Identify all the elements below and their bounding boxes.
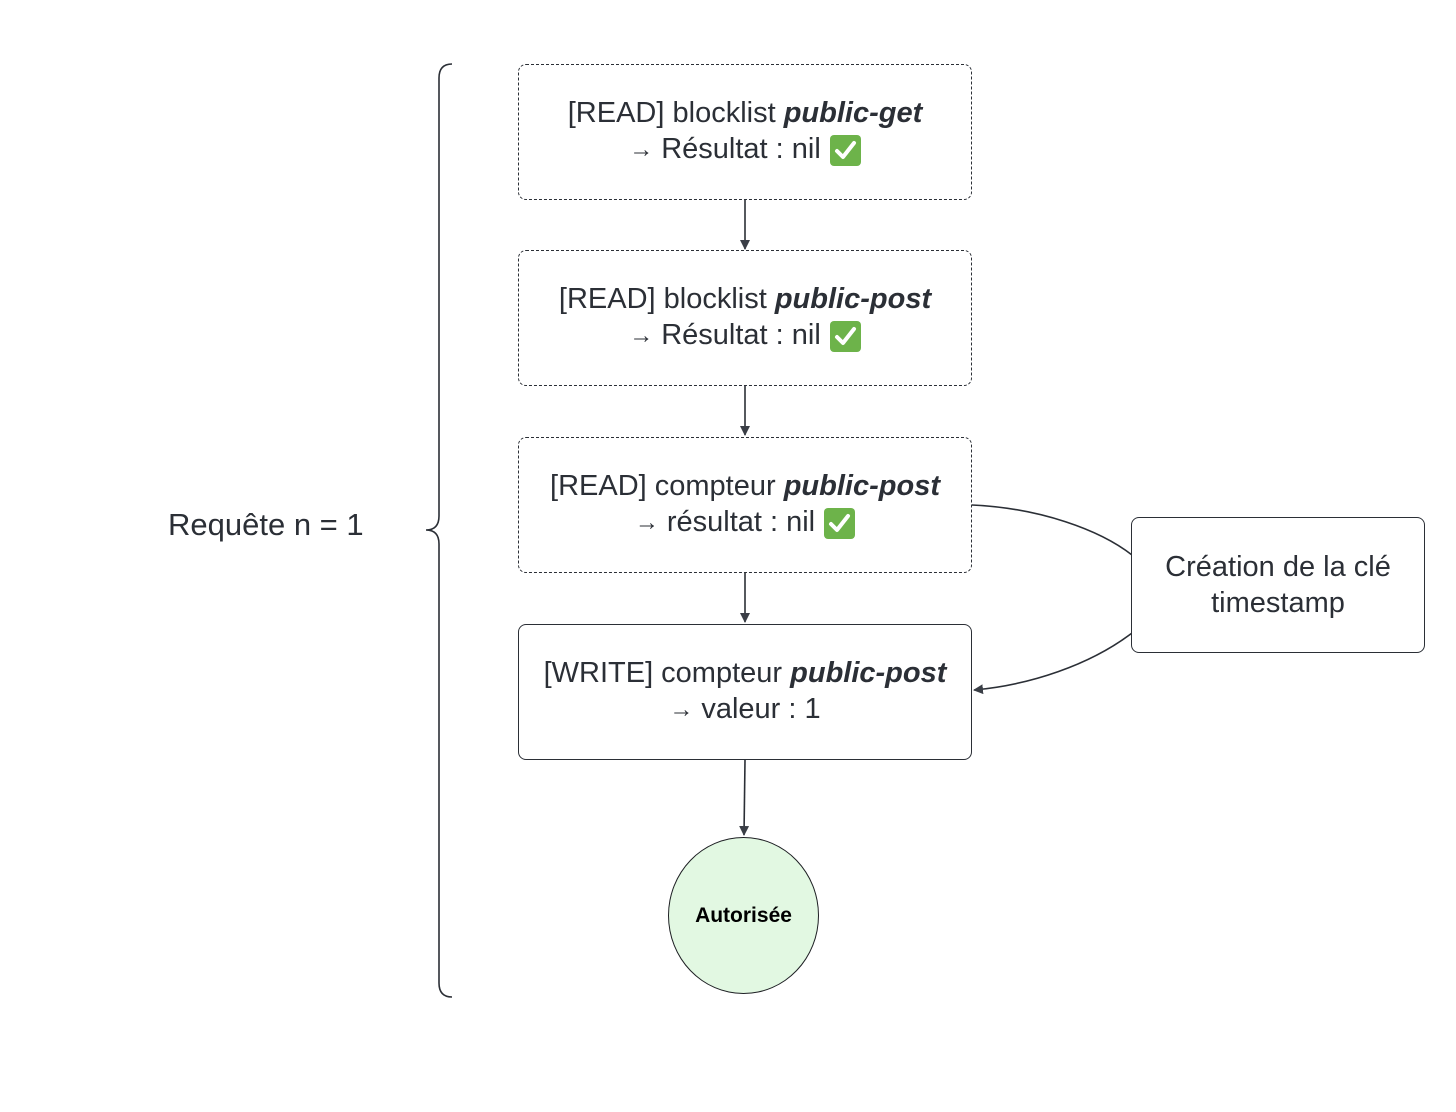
step-prefix: [READ] blocklist	[558, 283, 767, 315]
step-read-blocklist-public-post: [READ] blocklist public-post → Résultat :…	[518, 250, 972, 386]
step-title: [READ] blocklist public-get	[568, 95, 923, 131]
arrow-glyph: →	[634, 509, 659, 536]
step-prefix: [READ] compteur	[550, 470, 776, 502]
arrow-step4-to-terminal	[739, 759, 750, 836]
step-read-blocklist-public-get: [READ] blocklist public-get → Résultat : …	[518, 64, 972, 200]
terminal-label: Autorisée	[695, 903, 792, 927]
note-line-1: Création de la clé	[1165, 551, 1391, 583]
arrow-glyph: →	[669, 696, 694, 723]
curve-step3-to-note	[971, 504, 1133, 556]
check-mark-icon	[829, 321, 861, 352]
group-label: Requête n = 1	[168, 507, 364, 542]
step-keyword: public-post	[790, 657, 947, 689]
step-write-compteur-public-post: [WRITE] compteur public-post → valeur : 1	[518, 624, 972, 760]
terminal-authorized: Autorisée	[668, 837, 819, 994]
step-result-line: → valeur : 1	[669, 691, 820, 729]
check-mark-icon	[824, 508, 856, 539]
step-result-line: → Résultat : nil	[629, 131, 861, 169]
step-prefix: [READ] blocklist	[567, 97, 776, 129]
step-title: [READ] compteur public-post	[550, 468, 940, 504]
arrow-glyph: →	[629, 322, 654, 349]
step-title: [READ] blocklist public-post	[559, 281, 931, 317]
group-brace	[425, 63, 453, 998]
arrow-glyph: →	[629, 136, 654, 163]
curve-note-to-step4	[973, 632, 1133, 695]
step-result: résultat : nil	[666, 506, 816, 538]
step-result: Résultat : nil	[661, 319, 821, 351]
check-mark-icon	[829, 135, 861, 166]
step-result-line: → résultat : nil	[634, 504, 856, 542]
step-prefix: [WRITE] compteur	[543, 657, 783, 689]
step-keyword: public-get	[783, 97, 923, 129]
step-result: valeur : 1	[701, 693, 821, 725]
step-keyword: public-post	[774, 283, 932, 315]
step-title: [WRITE] compteur public-post	[544, 655, 947, 691]
step-keyword: public-post	[783, 470, 940, 502]
note-line-2: timestamp	[1211, 587, 1345, 619]
step-result: Résultat : nil	[661, 133, 821, 165]
step-result-line: → Résultat : nil	[629, 317, 861, 355]
note-timestamp-key: Création de la clé timestamp	[1131, 517, 1425, 653]
step-read-compteur-public-post: [READ] compteur public-post → résultat : …	[518, 437, 972, 573]
